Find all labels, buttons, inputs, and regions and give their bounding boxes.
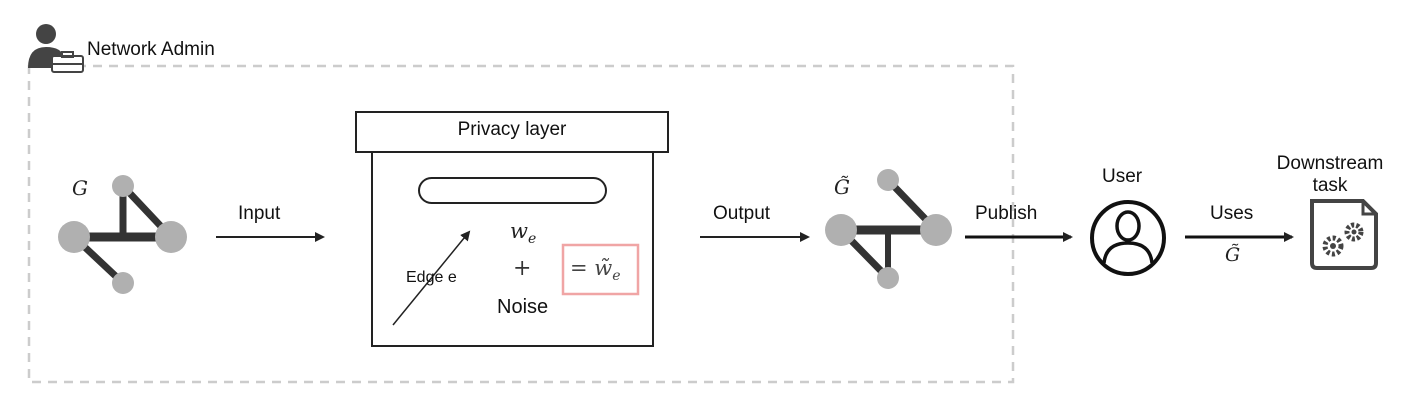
weight-symbol: we [510,219,537,248]
edge-arrow [392,230,471,326]
document-gear-icon [1310,199,1378,270]
user-icon [1090,200,1166,276]
uses-graph-label: G̃ [1225,244,1241,266]
admin-icon [28,24,84,73]
downstream-task-label: Downstream task [1276,153,1384,196]
input-graph-label: G [72,176,88,200]
user-label: User [1102,166,1143,187]
graph-node [58,221,90,253]
plus-sign: + [513,256,532,281]
result-box [561,243,640,296]
result-expression: = w̃e [570,256,621,285]
output-graph [825,169,952,289]
graph-node [112,175,134,197]
graph-node [112,272,134,294]
edge-label: Edge e [406,269,457,286]
admin-boundary [27,64,1015,384]
graph-node [920,214,952,246]
noise-label: Noise [497,296,549,318]
graph-node [825,214,857,246]
admin-label: Network Admin [87,39,215,60]
graph-node [877,267,899,289]
uses-arrow-label: Uses [1210,203,1254,224]
privacy-layer-title: Privacy layer [457,119,567,140]
graph-node [877,169,899,191]
input-graph [58,175,187,294]
output-graph-label: G̃ [834,175,850,199]
privacy-layer [355,111,669,347]
output-arrow-label: Output [713,203,771,224]
graph-node [155,221,187,253]
input-arrow-label: Input [238,203,281,224]
privacy-slot [418,177,607,204]
publish-arrow-label: Publish [975,203,1038,224]
